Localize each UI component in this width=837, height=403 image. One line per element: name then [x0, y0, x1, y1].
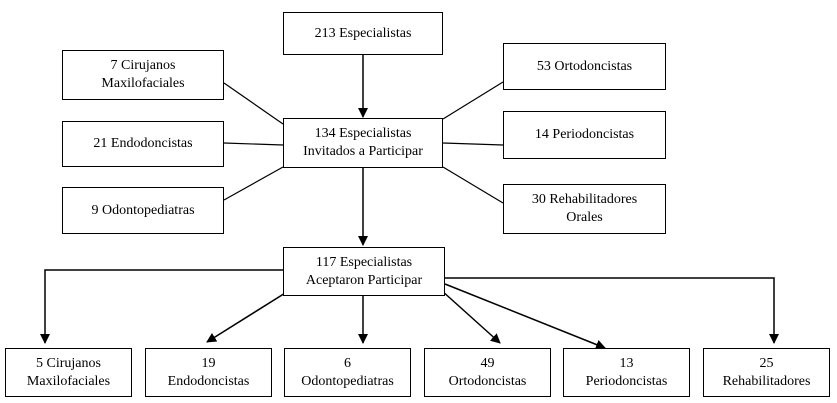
box-line: 5 Cirujanos: [36, 355, 101, 371]
box-line: 6: [344, 355, 351, 371]
box-line: 7 Cirujanos: [110, 58, 176, 73]
box-participant-endodoncistas: 19 Endodoncistas: [145, 348, 272, 397]
box-line: Invitados a Participar: [303, 144, 423, 159]
arrow-accepted-to-ortodoncistas: [440, 289, 501, 344]
box-line: Ortodoncistas: [448, 373, 527, 389]
box-excluded-cirujanos: 7 Cirujanos Maxilofaciales: [62, 50, 224, 100]
box-aceptaron: 117 Especialistas Aceptaron Participar: [283, 247, 445, 296]
box-line: Maxilofaciales: [26, 373, 111, 389]
box-line: Rehabilitadores: [722, 373, 811, 389]
box-total-especialistas: 213 Especialistas: [283, 12, 443, 55]
box-line: 134 Especialistas: [314, 126, 412, 141]
box-participant-cirujanos: 5 Cirujanos Maxilofaciales: [5, 348, 132, 397]
box-line: 117 Especialistas: [315, 254, 413, 270]
connector-invited-to-periodoncistas: [442, 142, 504, 146]
box-line: 14 Periodoncistas: [534, 127, 635, 142]
box-line: 213 Especialistas: [314, 25, 412, 41]
box-line: 25: [759, 355, 774, 371]
box-participant-periodoncistas: 13 Periodoncistas: [563, 348, 690, 397]
box-participant-rehabilitadores: 25 Rehabilitadores: [703, 348, 830, 397]
box-line: 53 Ortodoncistas: [536, 58, 633, 74]
box-excluded-periodoncistas: 14 Periodoncistas: [503, 111, 666, 159]
box-line: Endodoncistas: [167, 373, 250, 389]
box-line: 13: [619, 355, 634, 371]
box-excluded-endodoncistas: 21 Endodoncistas: [62, 121, 224, 167]
connector-invited-to-ortodoncistas: [442, 81, 504, 120]
box-line: 9 Odontopediatras: [91, 202, 195, 218]
box-excluded-rehabilitadores: 30 Rehabilitadores Orales: [503, 184, 666, 234]
box-line: 21 Endodoncistas: [93, 136, 193, 151]
box-invitados: 134 Especialistas Invitados a Participar: [283, 118, 443, 168]
arrow-accepted-to-rehabilitadores: [445, 277, 779, 344]
arrow-accepted-to-endodoncistas: [206, 289, 291, 343]
box-line: Maxilofaciales: [101, 76, 185, 91]
box-excluded-ortodoncistas: 53 Ortodoncistas: [503, 43, 666, 90]
box-participant-odontopediatras: 6 Odontopediatras: [284, 348, 411, 397]
box-line: Odontopediatras: [301, 373, 394, 389]
connector-invited-to-endodoncistas: [223, 142, 284, 146]
arrow-accepted-to-periodoncistas: [444, 283, 606, 350]
box-participant-ortodoncistas: 49 Ortodoncistas: [424, 348, 551, 397]
box-line: Periodoncistas: [585, 373, 668, 389]
box-line: Orales: [566, 210, 603, 225]
box-excluded-odontopediatras: 9 Odontopediatras: [62, 187, 224, 234]
box-line: 19: [201, 355, 216, 371]
connector-invited-to-rehabilitadores: [442, 166, 504, 204]
connector-invited-to-odontopediatras: [223, 166, 284, 201]
arrow-accepted-to-cirujanos: [40, 269, 283, 344]
connector-invited-to-cirujanos: [223, 82, 284, 125]
box-line: Aceptaron Participar: [305, 272, 423, 288]
box-line: 49: [480, 355, 495, 371]
box-line: 30 Rehabilitadores: [531, 192, 638, 207]
